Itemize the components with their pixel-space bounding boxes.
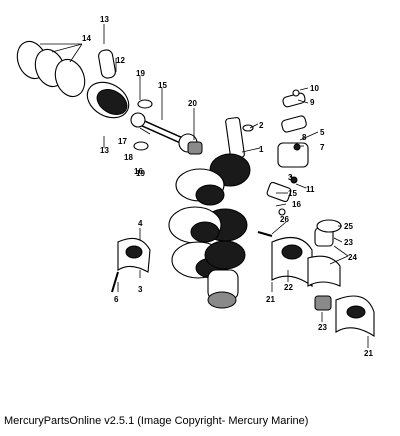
callout-label: 21 [364, 349, 373, 358]
callout-label: 3 [138, 285, 143, 294]
callout-label: 10 [310, 84, 319, 93]
callout-label: 8 [302, 133, 307, 142]
small-parts [242, 124, 292, 237]
callout-label: 13 [100, 15, 109, 24]
callout-label: 5 [320, 128, 325, 137]
callout-label: 13 [100, 146, 109, 155]
callout-label: 2 [259, 121, 264, 130]
callout-label: 18 [124, 153, 133, 162]
callout-label: 3 [288, 173, 293, 182]
callout-label: 11 [306, 185, 315, 194]
callout-label: 17 [118, 137, 127, 146]
callout-label: 23 [344, 238, 353, 247]
callout-label: 26 [280, 215, 289, 224]
callout-label: 16 [134, 167, 143, 176]
callout-label: 6 [114, 295, 119, 304]
callout-label: 20 [188, 99, 197, 108]
callout-label: 16 [292, 200, 301, 209]
callout-label: 19 [136, 69, 145, 78]
main-bearings-right [271, 219, 375, 338]
callout-label: 15 [288, 189, 297, 198]
needle-bearing [187, 141, 203, 155]
exploded-parts-diagram: 1 2 3 3 4 5 6 7 8 9 10 11 12 13 13 14 15… [16, 15, 375, 358]
callout-label: 24 [348, 253, 357, 262]
callout-label: 19 [136, 169, 145, 178]
leader-lines [40, 24, 369, 348]
callout-label: 14 [82, 34, 91, 43]
callout-label: 22 [284, 283, 293, 292]
callout-label: 4 [138, 219, 143, 228]
callout-labels: 1 2 3 3 4 5 6 7 8 9 10 11 12 13 13 14 15… [82, 15, 373, 358]
callout-label: 23 [318, 323, 327, 332]
bearing-cap-left [111, 237, 151, 293]
image-caption: MercuryPartsOnline v2.5.1 (Image Copyrig… [4, 415, 309, 427]
callout-label: 25 [344, 222, 353, 231]
callout-label: 15 [158, 81, 167, 90]
callout-label: 9 [310, 98, 315, 107]
callout-label: 7 [320, 143, 325, 152]
callout-label: 21 [266, 295, 275, 304]
callout-label: 12 [116, 56, 125, 65]
crankshaft [168, 117, 251, 309]
callout-label: 1 [259, 145, 264, 154]
rod-cap-assembly [277, 89, 309, 184]
piston-rings [16, 40, 86, 98]
piston [86, 49, 130, 119]
